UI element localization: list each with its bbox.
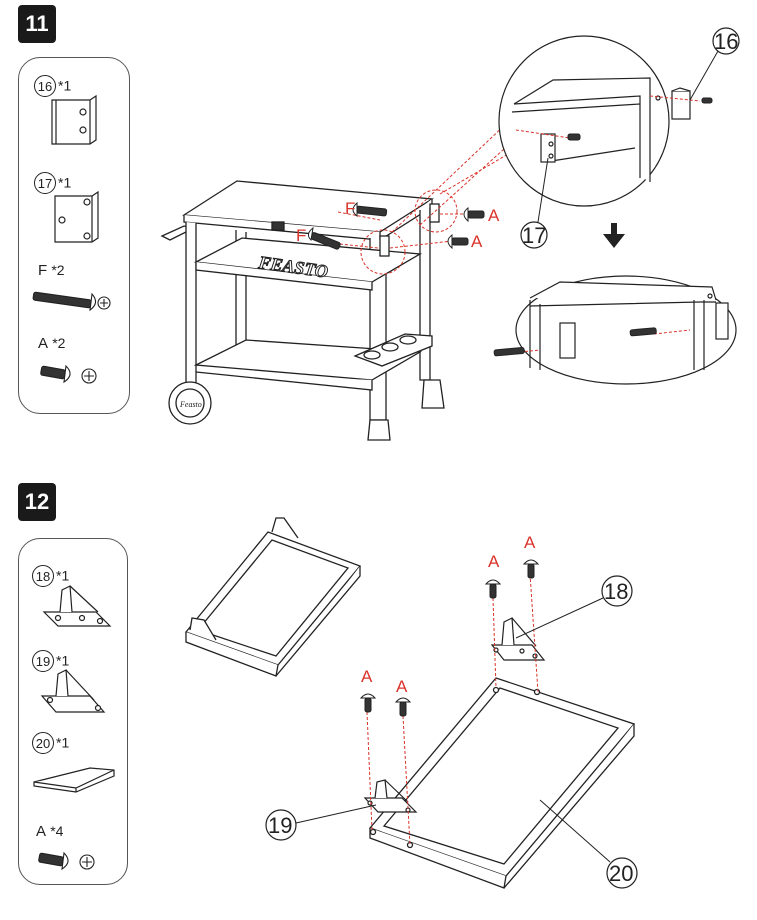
bracket-18-icon bbox=[42, 585, 112, 627]
label-A-step12-4: A bbox=[396, 677, 408, 696]
down-arrow-icon bbox=[603, 223, 625, 248]
part-18-label: 18*1 bbox=[32, 565, 69, 587]
part-A4-id: A bbox=[36, 823, 47, 840]
bolt-F-lower bbox=[307, 226, 341, 250]
step-12-guides bbox=[366, 573, 539, 846]
screw-A-lower bbox=[447, 233, 469, 250]
svg-text:20: 20 bbox=[609, 861, 633, 886]
part-18-number: 18 bbox=[32, 565, 54, 587]
part-17-qty: *1 bbox=[58, 174, 72, 191]
part-A-label: A *2 bbox=[38, 335, 65, 352]
part-20-label: 20*1 bbox=[32, 732, 69, 754]
svg-text:17: 17 bbox=[522, 223, 546, 248]
callout-19: 19 bbox=[265, 804, 377, 841]
zoom-bottom-bolts bbox=[493, 327, 657, 357]
zoom-detail-top-guides bbox=[515, 95, 701, 139]
screws-A-step12 bbox=[359, 559, 540, 717]
part-A4-label: A *4 bbox=[36, 823, 63, 840]
frame-upper-left bbox=[184, 517, 362, 677]
bracket-17-icon bbox=[54, 190, 99, 243]
label-A-step12-2: A bbox=[524, 533, 536, 552]
part-A-id: A bbox=[38, 335, 49, 352]
bolt-F-icon bbox=[32, 291, 111, 312]
part-17-label: 17*1 bbox=[34, 172, 71, 194]
bracket-19-placement bbox=[363, 779, 418, 813]
zoom-detail-bottom bbox=[515, 275, 737, 385]
callout-18: 18 bbox=[515, 575, 633, 639]
zoom-detail-top bbox=[498, 35, 691, 207]
screw-A-icon bbox=[40, 364, 97, 384]
part-20-number: 20 bbox=[32, 732, 54, 754]
part-F-id: F bbox=[38, 262, 48, 279]
step-11-badge: 11 bbox=[18, 5, 56, 43]
zoom-bottom-guides bbox=[519, 329, 691, 353]
bracket-18-placement bbox=[490, 617, 546, 661]
zoom-top-screws bbox=[567, 97, 713, 141]
part-19-qty: *1 bbox=[56, 652, 70, 669]
part-17-number: 17 bbox=[34, 172, 56, 194]
label-A-step12-3: A bbox=[361, 667, 373, 686]
grill-cart-illustration: FEASTO Feasto bbox=[160, 180, 445, 441]
bolt-F-upper bbox=[352, 201, 388, 218]
label-A-step12-1: A bbox=[488, 552, 500, 571]
step-12-badge: 12 bbox=[18, 483, 56, 521]
label-A-upper: A bbox=[488, 206, 500, 225]
svg-text:Feasto: Feasto bbox=[179, 400, 202, 409]
bracket-19-icon bbox=[40, 669, 106, 713]
bracket-16-icon bbox=[51, 94, 97, 145]
svg-text:18: 18 bbox=[604, 579, 628, 604]
label-F-lower: F bbox=[296, 226, 306, 245]
panel-20-icon bbox=[33, 767, 115, 793]
svg-text:16: 16 bbox=[714, 29, 738, 54]
part-F-qty: *2 bbox=[51, 262, 65, 278]
callout-17: 17 bbox=[520, 157, 549, 249]
part-20-qty: *1 bbox=[56, 734, 70, 751]
svg-text:19: 19 bbox=[268, 813, 292, 838]
part-19-label: 19*1 bbox=[32, 650, 69, 672]
screw-A4-icon bbox=[38, 851, 95, 871]
callout-16: 16 bbox=[689, 27, 740, 101]
part-16-qty: *1 bbox=[58, 77, 72, 94]
label-F-upper: F bbox=[345, 199, 355, 218]
part-A-qty: *2 bbox=[52, 335, 66, 351]
screw-A-upper bbox=[463, 206, 485, 223]
detail-guides bbox=[329, 120, 516, 275]
label-A-lower: A bbox=[471, 232, 483, 251]
frame-lower-right bbox=[368, 677, 636, 889]
part-16-number: 16 bbox=[34, 75, 56, 97]
callout-20: 20 bbox=[539, 799, 638, 889]
part-19-number: 19 bbox=[32, 650, 54, 672]
part-18-qty: *1 bbox=[56, 567, 70, 584]
part-A4-qty: *4 bbox=[50, 823, 64, 839]
part-F-label: F *2 bbox=[38, 262, 65, 279]
part-16-label: 16*1 bbox=[34, 75, 71, 97]
